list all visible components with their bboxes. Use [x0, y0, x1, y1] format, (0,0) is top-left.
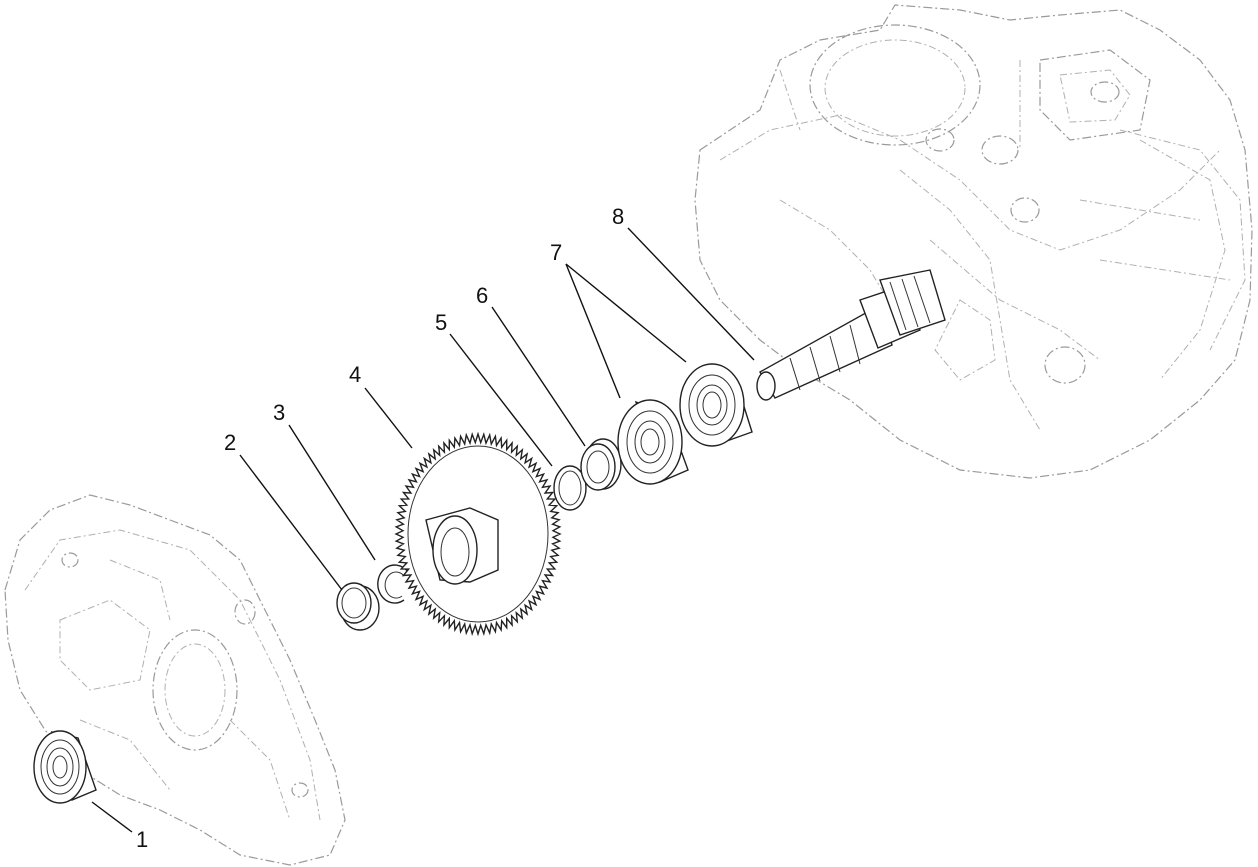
part-6-spacer-ring: [580, 438, 622, 491]
callout-4: 4: [349, 362, 361, 387]
part-4-gear: [394, 431, 562, 637]
callout-7: 7: [550, 240, 562, 265]
transmission-housing-ghost: [694, 4, 1253, 479]
leader-6: [491, 306, 586, 447]
callout-3: 3: [273, 400, 285, 425]
callout-6: 6: [476, 283, 488, 308]
part-5-snap-ring: [553, 465, 587, 511]
part-2-spacer-ring: [336, 582, 380, 631]
leader-2: [239, 454, 343, 591]
leader-5: [449, 333, 553, 467]
part-7-bearing-front: [617, 399, 689, 485]
part-3-snap-ring: [377, 564, 409, 604]
callout-5: 5: [435, 310, 447, 335]
callout-8: 8: [612, 204, 624, 229]
callout-1: 1: [136, 827, 148, 852]
callouts: 1 2 3 4 5 6 7 8: [136, 204, 624, 852]
leader-8: [627, 227, 755, 361]
leader-1: [91, 801, 133, 833]
callout-2: 2: [224, 430, 236, 455]
part-8-shaft: [756, 269, 946, 401]
part-1-bearing: [33, 730, 97, 804]
leader-4: [364, 387, 413, 449]
part-7-bearing-rear: [679, 363, 753, 447]
leader-7b: [565, 263, 687, 363]
leader-lines: [91, 227, 755, 833]
leader-3: [288, 424, 376, 561]
cover-plate-ghost: [4, 494, 346, 866]
leader-7a: [565, 263, 621, 399]
